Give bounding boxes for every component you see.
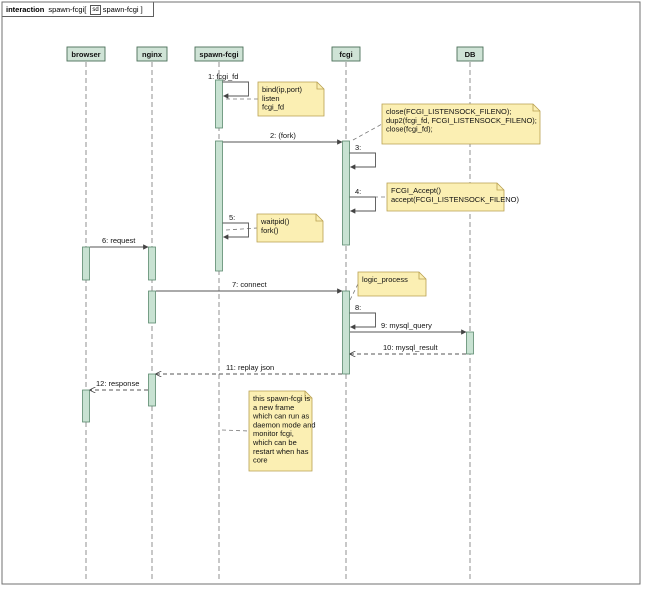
lifeline-nginx-head[interactable] — [136, 46, 168, 62]
message-m2-label: 2: (fork) — [270, 131, 296, 140]
note-daemon-text: daemon mode and — [253, 420, 316, 429]
note-bind-box[interactable] — [257, 81, 325, 117]
note-close-text: close(fcgi_fd); — [386, 125, 433, 134]
message-m3-label: 3: — [355, 143, 361, 152]
message-m1-label: 1: fcgi_fd — [208, 72, 238, 81]
note-daemon-text: a new frame — [253, 403, 294, 412]
lifeline-browser-label: browser — [71, 50, 100, 59]
note-daemon-text: this spawn-fcgi is — [253, 394, 310, 403]
message-m5-arrow[interactable] — [222, 222, 249, 240]
activation-bar-db[interactable] — [466, 331, 474, 355]
note-daemon-text: restart when has — [253, 447, 309, 456]
note-daemon-text: which can run as — [252, 412, 310, 421]
message-m1-arrow[interactable] — [222, 81, 249, 99]
lifeline-nginx-label: nginx — [142, 50, 163, 59]
note-accept-fold — [496, 183, 504, 191]
note-accept-text: accept(FCGI_LISTENSOCK_FILENO) — [391, 195, 519, 204]
note-logic-box[interactable] — [357, 271, 427, 297]
message-m10-label: 10: mysql_result — [383, 343, 439, 352]
message-m4-arrow[interactable] — [349, 196, 376, 214]
lifeline-db-head[interactable] — [456, 46, 484, 62]
activation-bar-spawn[interactable] — [215, 79, 223, 129]
note-waitpid-fold — [315, 214, 323, 222]
note-close-text: close(FCGI_LISTENSOCK_FILENO); — [386, 107, 511, 116]
activation-bar-fcgi[interactable] — [342, 140, 350, 246]
note-accept-text: FCGI_Accept() — [391, 186, 442, 195]
activation-bar-spawn[interactable] — [215, 140, 223, 272]
activation-bar-nginx[interactable] — [148, 373, 156, 407]
lifeline-db-label: DB — [465, 50, 476, 59]
activation-bar-browser[interactable] — [82, 389, 90, 423]
lifeline-spawn-label: spawn-fcgi — [199, 50, 238, 59]
note-logic-fold — [418, 272, 426, 280]
message-m7-label: 7: connect — [232, 280, 268, 289]
note-bind-text: listen — [262, 94, 280, 103]
note-daemon-box[interactable] — [248, 390, 313, 472]
note-waitpid-anchor — [225, 227, 258, 231]
note-daemon-anchor — [221, 429, 250, 432]
note-accept-box[interactable] — [386, 182, 505, 212]
frame-ref: spawn-fcgi — [102, 5, 139, 14]
message-m9-label: 9: mysql_query — [381, 321, 432, 330]
note-logic-anchor — [349, 283, 359, 301]
message-m4-label: 4: — [355, 187, 361, 196]
note-close-fold — [532, 104, 540, 112]
note-waitpid-box[interactable] — [256, 213, 324, 243]
lifeline-spawn-head[interactable] — [194, 46, 244, 62]
note-daemon-text: which can be — [252, 438, 297, 447]
note-close-text: dup2(fcgi_fd, FCGI_LISTENSOCK_FILENO); — [386, 116, 537, 125]
message-m8-arrow[interactable] — [349, 312, 376, 330]
note-logic-text: logic_process — [362, 275, 408, 284]
frame-border — [1, 1, 641, 585]
note-waitpid-text: fork() — [261, 226, 279, 235]
note-daemon-fold — [304, 391, 312, 399]
note-daemon-text: core — [253, 456, 268, 465]
message-m11-label: 11: replay json — [226, 363, 274, 372]
frame-name: spawn-fcgi — [48, 5, 85, 14]
message-m5-label: 5: — [229, 213, 235, 222]
frame-keyword: interaction — [6, 5, 45, 14]
note-daemon-text: monitor fcgi, — [253, 429, 294, 438]
message-m3-arrow[interactable] — [349, 152, 376, 170]
message-m6-label: 6: request — [102, 236, 136, 245]
note-close-anchor — [352, 123, 383, 141]
note-bind-fold — [316, 82, 324, 90]
note-waitpid-text: waitpid() — [260, 217, 290, 226]
lifeline-browser-head[interactable] — [66, 46, 106, 62]
lifeline-fcgi-label: fcgi — [339, 50, 352, 59]
note-bind-text: fcgi_fd — [262, 103, 284, 112]
activation-bar-fcgi[interactable] — [342, 290, 350, 375]
activation-bar-browser[interactable] — [82, 246, 90, 281]
lifeline-fcgi-head[interactable] — [331, 46, 361, 62]
message-m8-label: 8: — [355, 303, 361, 312]
activation-bar-nginx[interactable] — [148, 246, 156, 281]
activation-bar-nginx[interactable] — [148, 290, 156, 324]
note-close-box[interactable] — [381, 103, 541, 145]
note-bind-text: bind(ip,port) — [262, 85, 303, 94]
sequence-diagram-icon: sd — [90, 5, 101, 15]
message-m12-label: 12: response — [96, 379, 139, 388]
